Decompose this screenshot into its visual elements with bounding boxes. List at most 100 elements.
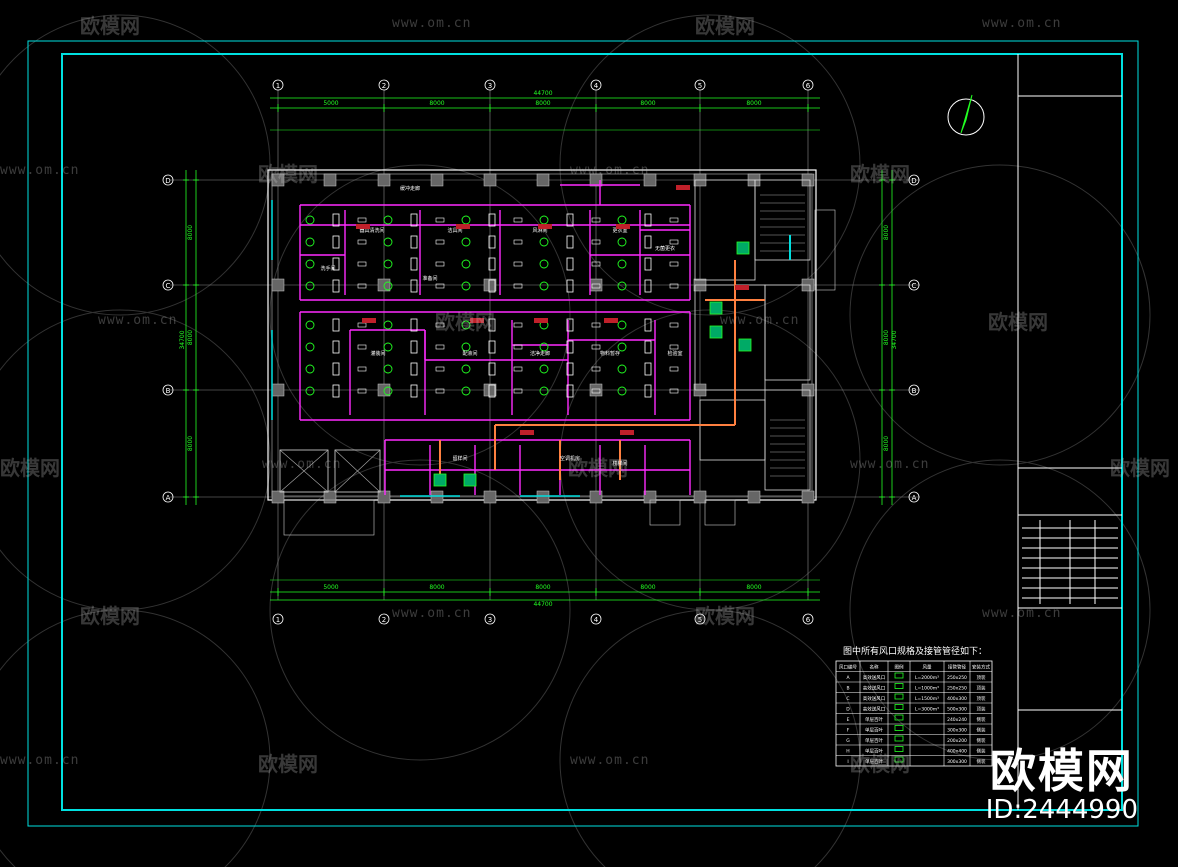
room-label: 洗手间 — [320, 265, 335, 272]
axis-bubble — [908, 384, 920, 396]
watermark-url: www.om.cn — [392, 606, 472, 621]
air-grille — [513, 239, 523, 245]
room-label: 灌装间 — [370, 350, 385, 357]
room-label: 无菌更衣 — [655, 245, 675, 252]
axis-bubble — [484, 79, 496, 91]
structural-column — [483, 278, 497, 292]
air-diffuser — [566, 257, 574, 271]
air-outlet-symbol — [461, 320, 471, 330]
schedule-cell: 500x300 — [947, 707, 967, 713]
air-diffuser — [488, 279, 496, 293]
air-grille — [669, 283, 679, 289]
air-diffuser — [332, 279, 340, 293]
air-outlet-symbol — [383, 386, 393, 396]
schedule-header: 风量 — [923, 664, 932, 671]
schedule-legend-symbol — [894, 714, 904, 721]
air-grille — [669, 239, 679, 245]
air-outlet-symbol — [617, 281, 627, 291]
air-outlet-symbol — [383, 215, 393, 225]
structural-column — [377, 490, 391, 504]
air-diffuser — [566, 235, 574, 249]
room-label: 准备间 — [422, 275, 437, 282]
schedule-cell: 300x300 — [947, 728, 967, 734]
axis-bubble — [162, 491, 174, 503]
room-label: 空调机房 — [560, 455, 580, 462]
air-outlet-symbol — [617, 237, 627, 247]
brand-id: ID:2444990 — [985, 795, 1138, 825]
air-grille — [591, 217, 601, 223]
axis-label-bottom: 6 — [806, 616, 811, 624]
structural-column — [643, 173, 657, 187]
structural-column — [483, 383, 497, 397]
air-outlet-symbol — [383, 259, 393, 269]
air-diffuser — [644, 318, 652, 332]
air-diffuser — [644, 257, 652, 271]
service-room — [694, 179, 756, 281]
dim-top-text: 8000 — [746, 100, 761, 107]
watermark-url: www.om.cn — [0, 753, 80, 768]
axis-label-top: 6 — [806, 82, 811, 90]
structural-column — [377, 173, 391, 187]
axis-label-bottom: 3 — [488, 616, 492, 624]
air-outlet-symbol — [539, 237, 549, 247]
air-outlet-symbol — [305, 281, 315, 291]
watermark-circle — [0, 609, 271, 867]
fan-unit — [433, 473, 447, 487]
air-outlet-symbol — [305, 386, 315, 396]
axis-label-left: C — [166, 282, 171, 290]
air-grille — [591, 344, 601, 350]
air-diffuser — [566, 340, 574, 354]
room-tag — [362, 318, 376, 323]
air-outlet-symbol — [305, 342, 315, 352]
schedule-caption: 图中所有风口规格及接管管径如下： — [843, 647, 988, 657]
schedule-cell: 高效送风口 — [863, 706, 886, 713]
room-label: 检验室 — [667, 350, 682, 357]
watermark-url: www.om.cn — [392, 16, 472, 31]
air-diffuser — [410, 318, 418, 332]
schedule-cell: 250x250 — [947, 686, 967, 692]
air-diffuser — [644, 362, 652, 376]
axis-label-right: B — [912, 387, 917, 395]
schedule-cell: 单层百叶 — [865, 737, 883, 744]
air-outlet-symbol — [461, 281, 471, 291]
fan-unit — [709, 325, 723, 339]
watermark-logo: 欧模网 — [258, 162, 318, 186]
air-grille — [435, 344, 445, 350]
watermark-url: www.om.cn — [0, 163, 80, 178]
equipment-room — [764, 284, 811, 381]
dim-bottom-text: 8000 — [429, 584, 444, 591]
schedule-cell: 200x200 — [947, 738, 967, 744]
watermark-logo: 欧模网 — [695, 604, 755, 628]
dim-right-text: 8000 — [883, 330, 890, 345]
room-tag — [534, 318, 548, 323]
schedule-cell: L=1000m³ — [915, 686, 939, 692]
axis-label-left: A — [166, 494, 171, 502]
axis-label-left: D — [165, 177, 170, 185]
air-diffuser — [410, 257, 418, 271]
air-outlet-symbol — [539, 215, 549, 225]
dim-side-total: 34700 — [179, 330, 186, 349]
structural-column — [536, 173, 550, 187]
air-outlet-symbol — [539, 386, 549, 396]
brand-stamp: 欧模网 ID:2444990 — [986, 747, 1138, 825]
air-outlet-symbol — [461, 237, 471, 247]
axis-bubble — [590, 79, 602, 91]
schedule-cell: A — [846, 675, 850, 681]
schedule-cell: 高效送风口 — [863, 695, 886, 702]
room-label: 楼梯间 — [612, 460, 627, 467]
axis-bubble — [162, 174, 174, 186]
structural-column — [693, 490, 707, 504]
air-outlet-symbol — [617, 259, 627, 269]
air-grille — [435, 217, 445, 223]
schedule-cell: 高效送风口 — [863, 674, 886, 681]
axis-label-top: 1 — [276, 82, 280, 90]
room-tag — [620, 430, 634, 435]
fan-unit — [709, 301, 723, 315]
air-outlet-symbol — [305, 259, 315, 269]
watermark-circle — [0, 14, 271, 316]
air-diffuser — [488, 340, 496, 354]
axis-label-bottom: 5 — [698, 616, 702, 624]
air-diffuser — [332, 384, 340, 398]
air-diffuser — [566, 279, 574, 293]
watermark-circle — [269, 164, 571, 466]
